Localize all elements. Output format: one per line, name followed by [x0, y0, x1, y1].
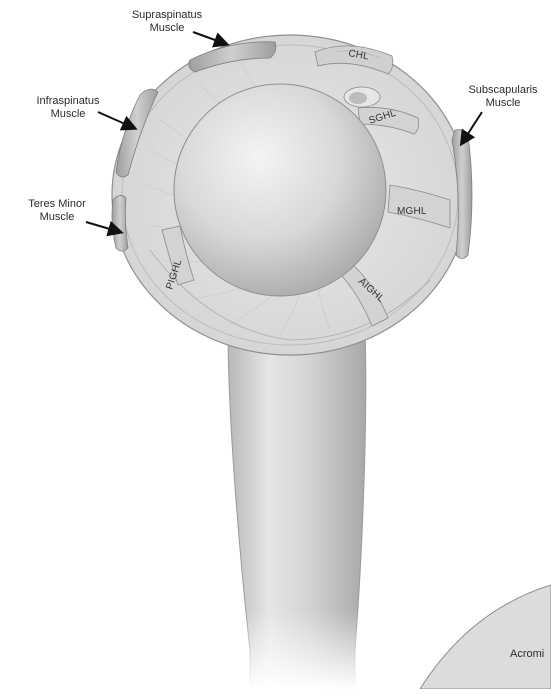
teres-minor-label-line2: Muscle: [12, 211, 102, 224]
acromion-label: Acromi: [510, 648, 544, 661]
supraspinatus-label: Supraspinatus Muscle: [112, 9, 222, 35]
subscapularis-label: Subscapularis Muscle: [455, 84, 551, 110]
subscapularis-arrow: [462, 112, 482, 143]
humeral-shaft: [228, 330, 370, 689]
acromion-bone: [420, 585, 551, 689]
subscapularis-label-line1: Subscapularis: [455, 84, 551, 97]
teres-minor-label-line1: Teres Minor: [12, 198, 102, 211]
supraspinatus-label-line2: Muscle: [112, 22, 222, 35]
humeral-head: [174, 84, 386, 296]
supraspinatus-label-line1: Supraspinatus: [112, 9, 222, 22]
subscapularis-label-line2: Muscle: [455, 97, 551, 110]
teres-minor-muscle: [112, 195, 128, 251]
infraspinatus-label: Infraspinatus Muscle: [18, 95, 118, 121]
teres-minor-label: Teres Minor Muscle: [12, 198, 102, 224]
infraspinatus-label-line1: Infraspinatus: [18, 95, 118, 108]
mghl-label: MGHL: [397, 206, 427, 217]
infraspinatus-label-line2: Muscle: [18, 108, 118, 121]
